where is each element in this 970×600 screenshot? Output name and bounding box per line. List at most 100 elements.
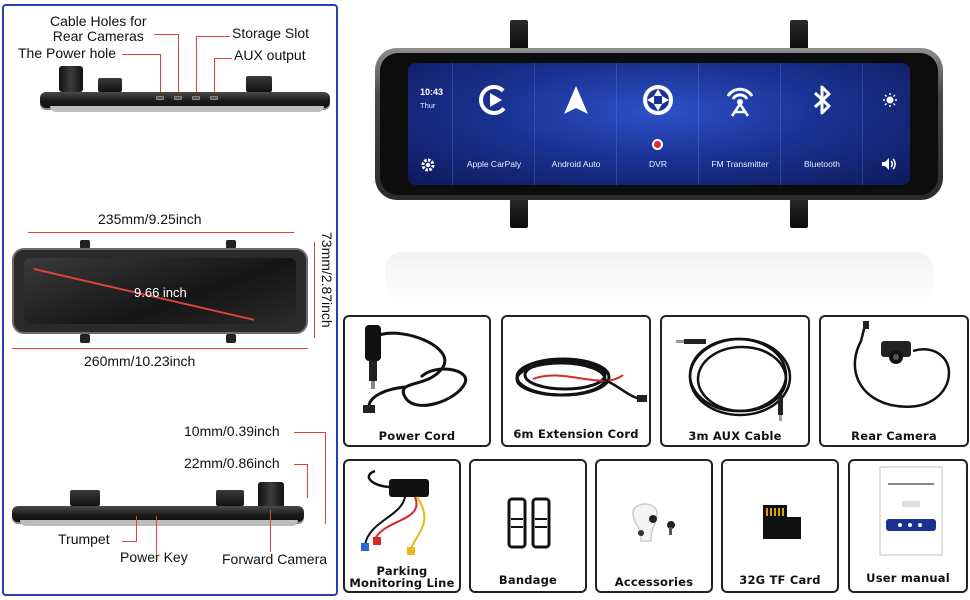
mirror-front-view — [12, 248, 308, 334]
mount-clip — [216, 490, 244, 506]
carplay-icon — [475, 81, 513, 119]
leader-line — [325, 432, 326, 524]
mirror-reflection — [385, 252, 933, 304]
sd-card-icon — [763, 505, 801, 539]
mount-tab — [80, 240, 90, 249]
mirror-bezel: 10:43 Thur Apple CarPaly Android Auto — [380, 53, 938, 195]
accessory-card-extension-cord: 6m Extension Cord — [501, 315, 651, 447]
clock-time: 10:43 — [420, 87, 444, 97]
record-dot — [654, 141, 661, 148]
camera-aperture-icon — [639, 81, 677, 119]
mount-clip — [246, 76, 272, 92]
power-key-label: Power Key — [120, 549, 188, 565]
power-port — [156, 96, 164, 100]
leader-line — [178, 34, 179, 92]
accessory-label: Bandage — [498, 573, 558, 587]
aux-output-label: AUX output — [234, 47, 306, 63]
accessory-card-bandage: Bandage — [469, 459, 587, 593]
diagonal-label: 9.66 inch — [134, 285, 187, 300]
app-tile-dvr[interactable]: DVR — [616, 63, 698, 185]
leader-line — [156, 516, 157, 554]
bandage-straps-icon — [507, 497, 551, 549]
leader-line — [122, 541, 137, 542]
leader-line — [196, 36, 197, 92]
spec-panel: Cable Holes for Rear Cameras The Power h… — [2, 4, 338, 596]
accessory-label: Power Cord — [378, 429, 456, 443]
storage-slot-label: Storage Slot — [232, 25, 310, 41]
app-tile-fm-transmitter[interactable]: FM Transmitter — [698, 63, 780, 185]
cable-holes-label: Cable Holes for Rear Cameras — [50, 13, 147, 44]
leader-line — [294, 432, 326, 433]
bluetooth-icon — [803, 81, 841, 119]
accessory-card-power-cord: Power Cord — [343, 315, 491, 447]
mirror-bottom-strip — [20, 520, 298, 526]
settings-gear-icon[interactable] — [420, 157, 436, 173]
app-tile-android-auto[interactable]: Android Auto — [534, 63, 616, 185]
mirror-side-strip — [50, 106, 324, 112]
height-label: 73mm/2.87inch — [319, 232, 335, 328]
app-tile-bluetooth[interactable]: Bluetooth — [780, 63, 862, 185]
mount-tab — [226, 334, 236, 343]
fm-antenna-icon — [721, 81, 759, 119]
car-charger-cable-icon — [363, 325, 468, 413]
volume-icon[interactable] — [881, 157, 897, 171]
hardwire-kit-icon — [361, 469, 429, 555]
mirror-mount-tab — [510, 198, 528, 228]
accessory-card-user-manual: User manual — [848, 459, 968, 593]
aux-cable-icon — [676, 337, 792, 421]
depth-1-label: 10mm/0.39inch — [184, 423, 280, 439]
accessory-card-tf-card: 32G TF Card — [721, 459, 839, 593]
accessory-label: Parking Monitoring Line — [349, 564, 455, 591]
accessory-label: 3m AUX Cable — [688, 429, 782, 443]
mirror-mount-tab — [790, 198, 808, 228]
mount-clip — [98, 78, 122, 92]
mounting-parts-icon — [632, 503, 675, 542]
brightness-icon[interactable] — [883, 93, 897, 107]
trumpet-label: Trumpet — [58, 531, 110, 547]
leader-line — [294, 464, 308, 465]
mount-tab — [80, 334, 90, 343]
accessory-label: 32G TF Card — [739, 573, 821, 587]
width-outer-label: 260mm/10.23inch — [84, 353, 196, 369]
aux-port — [210, 96, 218, 100]
forward-camera-label: Forward Camera — [222, 551, 328, 567]
app-label: Apple CarPaly — [466, 159, 522, 169]
width-inner-label: 235mm/9.25inch — [98, 211, 202, 227]
mirror-bottom-profile — [12, 506, 304, 522]
accessory-label: Accessories — [614, 575, 694, 589]
mirror-front-screen — [24, 258, 296, 324]
accessory-card-aux-cable: 3m AUX Cable — [660, 315, 810, 447]
leader-line — [214, 58, 232, 59]
forward-camera-housing — [258, 482, 284, 508]
leader-line — [307, 464, 308, 498]
extension-cable-icon — [515, 357, 647, 402]
mirror-mount-tab — [510, 20, 528, 50]
dimension-line — [28, 232, 294, 233]
app-label: Android Auto — [551, 159, 601, 169]
android-auto-icon — [557, 81, 595, 119]
rear-camera-icon — [853, 321, 951, 408]
mount-clip — [70, 490, 100, 506]
power-hole-label: The Power hole — [18, 45, 117, 61]
accessory-label: 6m Extension Cord — [513, 427, 639, 441]
accessory-label: Rear Camera — [851, 429, 937, 443]
app-label: FM Transmitter — [711, 159, 769, 169]
mount-tab — [226, 240, 236, 249]
accessory-card-accessories: Accessories — [595, 459, 713, 593]
app-label: DVR — [649, 159, 667, 169]
rearview-mirror-product: 10:43 Thur Apple CarPaly Android Auto — [375, 48, 943, 200]
leader-line — [214, 58, 215, 92]
accessory-label: User manual — [866, 571, 950, 585]
dimension-line — [314, 242, 315, 338]
camera-lens-housing — [59, 66, 83, 92]
mirror-screen: 10:43 Thur Apple CarPaly Android Auto — [408, 63, 910, 185]
clock-day: Thur — [420, 101, 436, 110]
leader-line — [196, 36, 230, 37]
leader-line — [136, 516, 137, 542]
right-control-column — [862, 63, 910, 185]
leader-line — [154, 34, 178, 35]
rear-cam-port — [174, 96, 182, 100]
mirror-mount-tab — [790, 20, 808, 50]
record-indicator — [652, 139, 663, 150]
app-tile-carplay[interactable]: Apple CarPaly — [452, 63, 534, 185]
